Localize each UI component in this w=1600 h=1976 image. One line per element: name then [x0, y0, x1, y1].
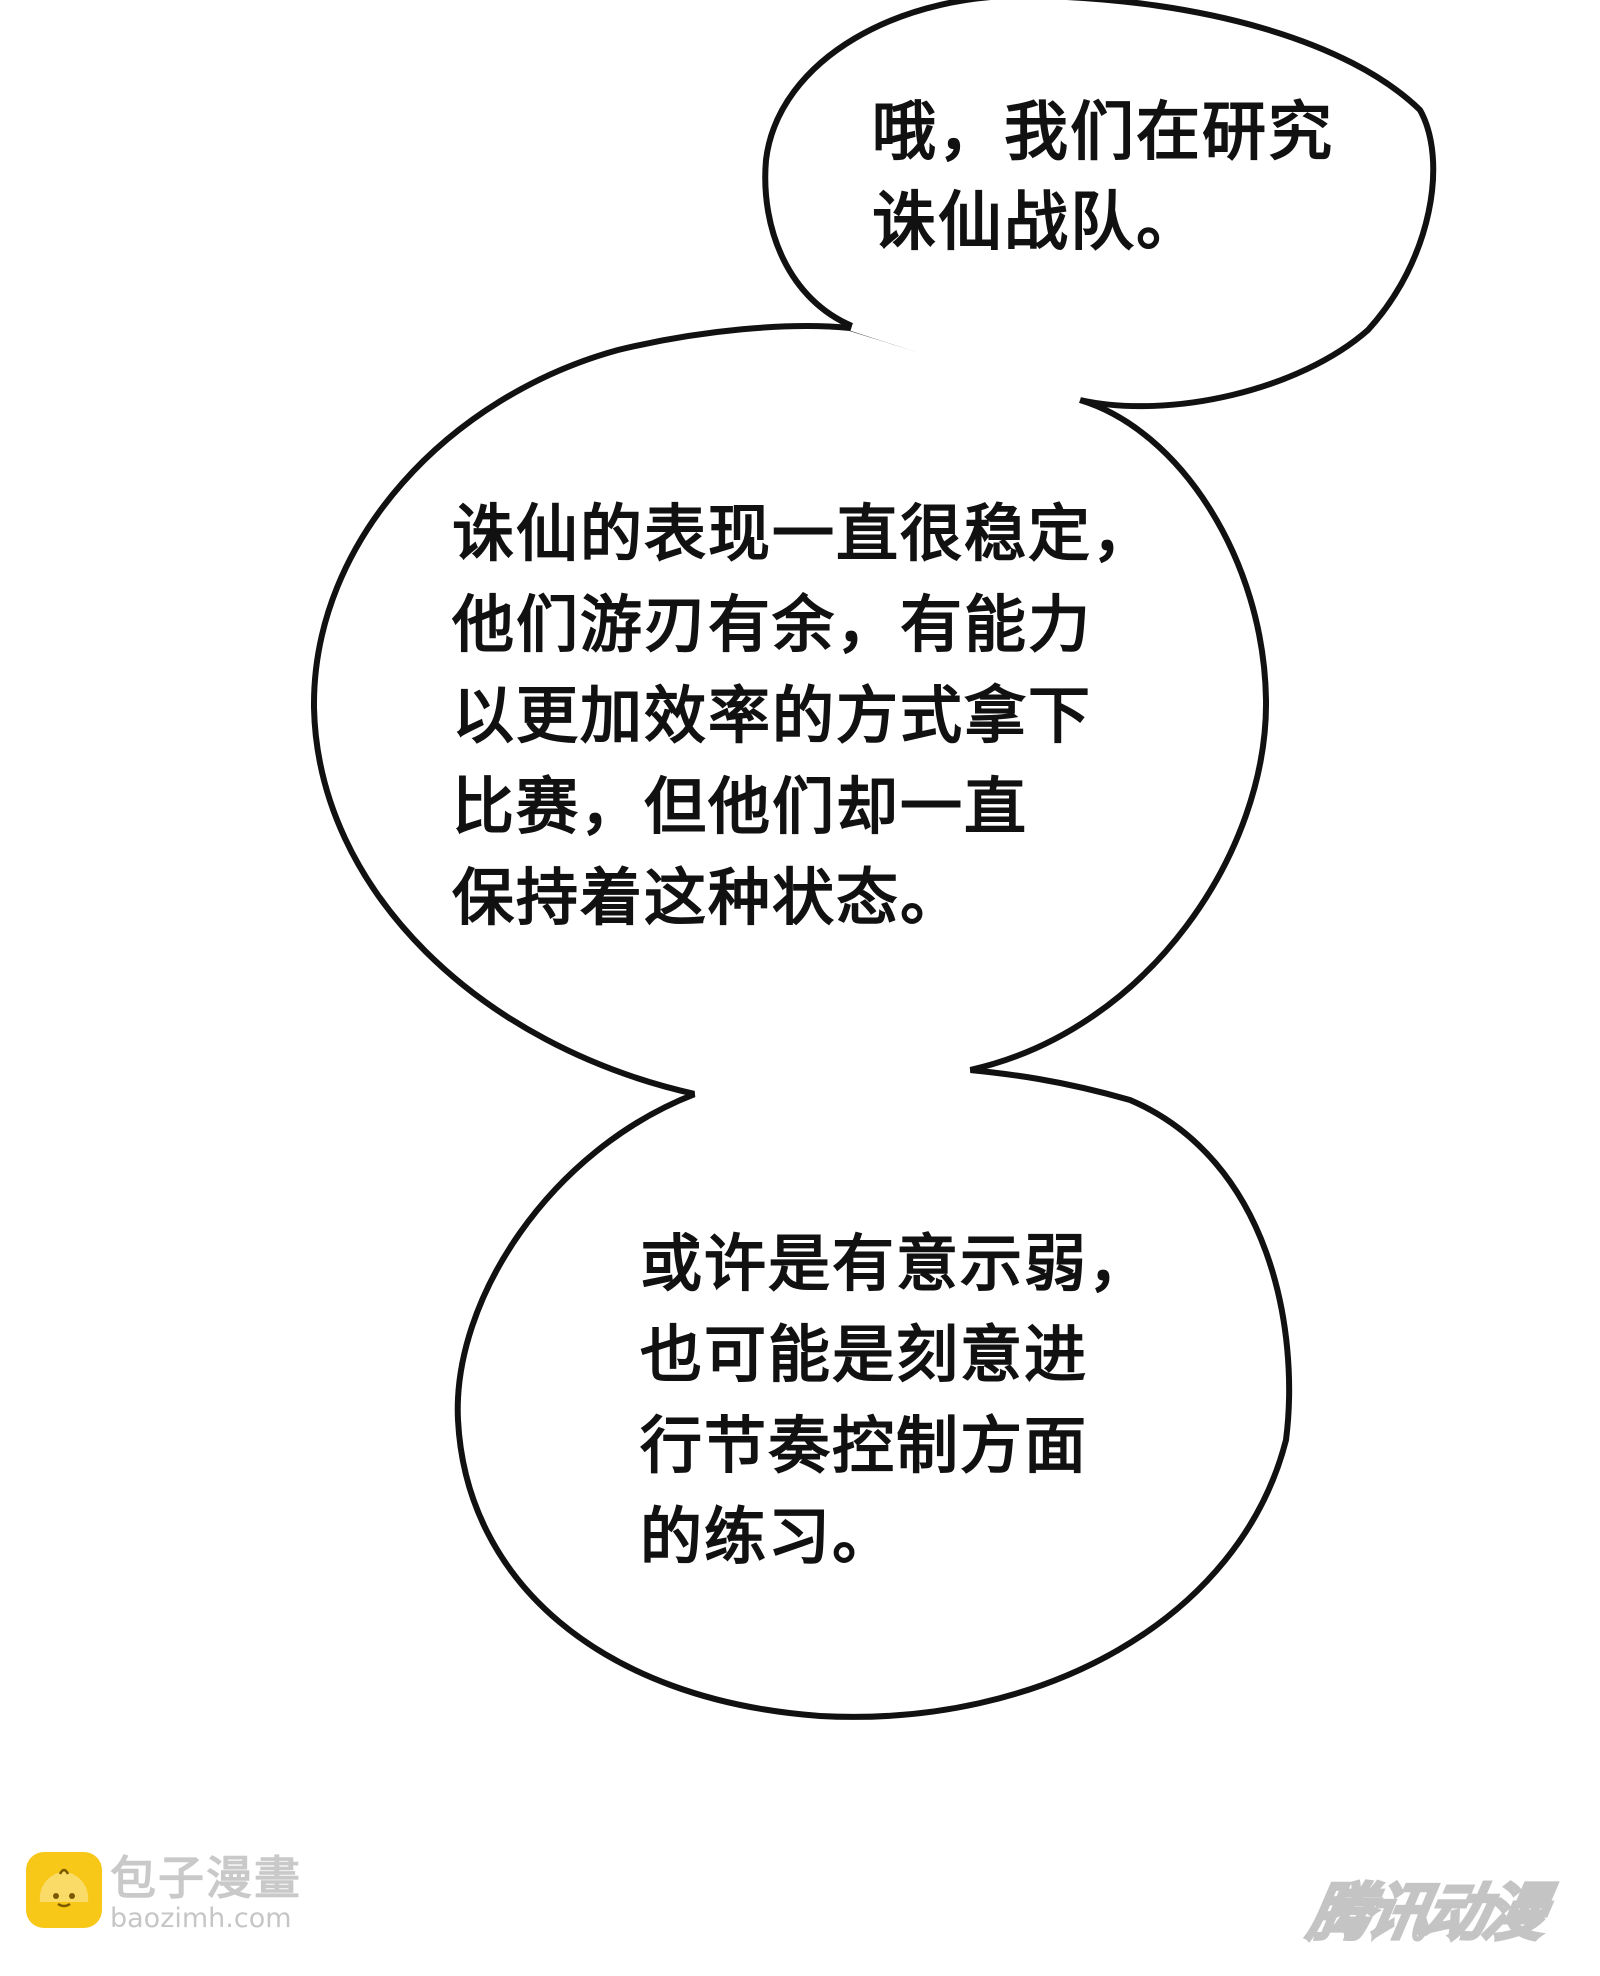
watermark-url: baozimh.com	[110, 1903, 292, 1934]
speech-bubble-bottom	[454, 1067, 1293, 1720]
speech-bubble-middle	[310, 323, 1270, 1097]
speech-text-top: 哦，我们在研究 诛仙战队。	[872, 96, 1334, 260]
speech-text-bottom: 或许是有意示弱， 也可能是刻意进 行节奏控制方面 的练习。	[640, 1227, 1153, 1573]
speech-bubble-top	[762, 0, 1437, 410]
bubble-joint-top	[850, 321, 1082, 405]
baozimh-watermark: 包子漫畫 baozimh.com	[26, 1852, 326, 1942]
speech-text-middle: 诛仙的表现一直很稳定， 他们游刃有余，有能力 以更加效率的方式拿下 比赛，但他们…	[452, 497, 1157, 934]
watermark-title: 包子漫畫	[110, 1851, 302, 1905]
tencent-comic-watermark: 腾讯动漫	[1302, 1875, 1550, 1951]
bun-mascot-icon	[26, 1852, 102, 1928]
bubble-joint-bottom	[694, 1065, 971, 1099]
